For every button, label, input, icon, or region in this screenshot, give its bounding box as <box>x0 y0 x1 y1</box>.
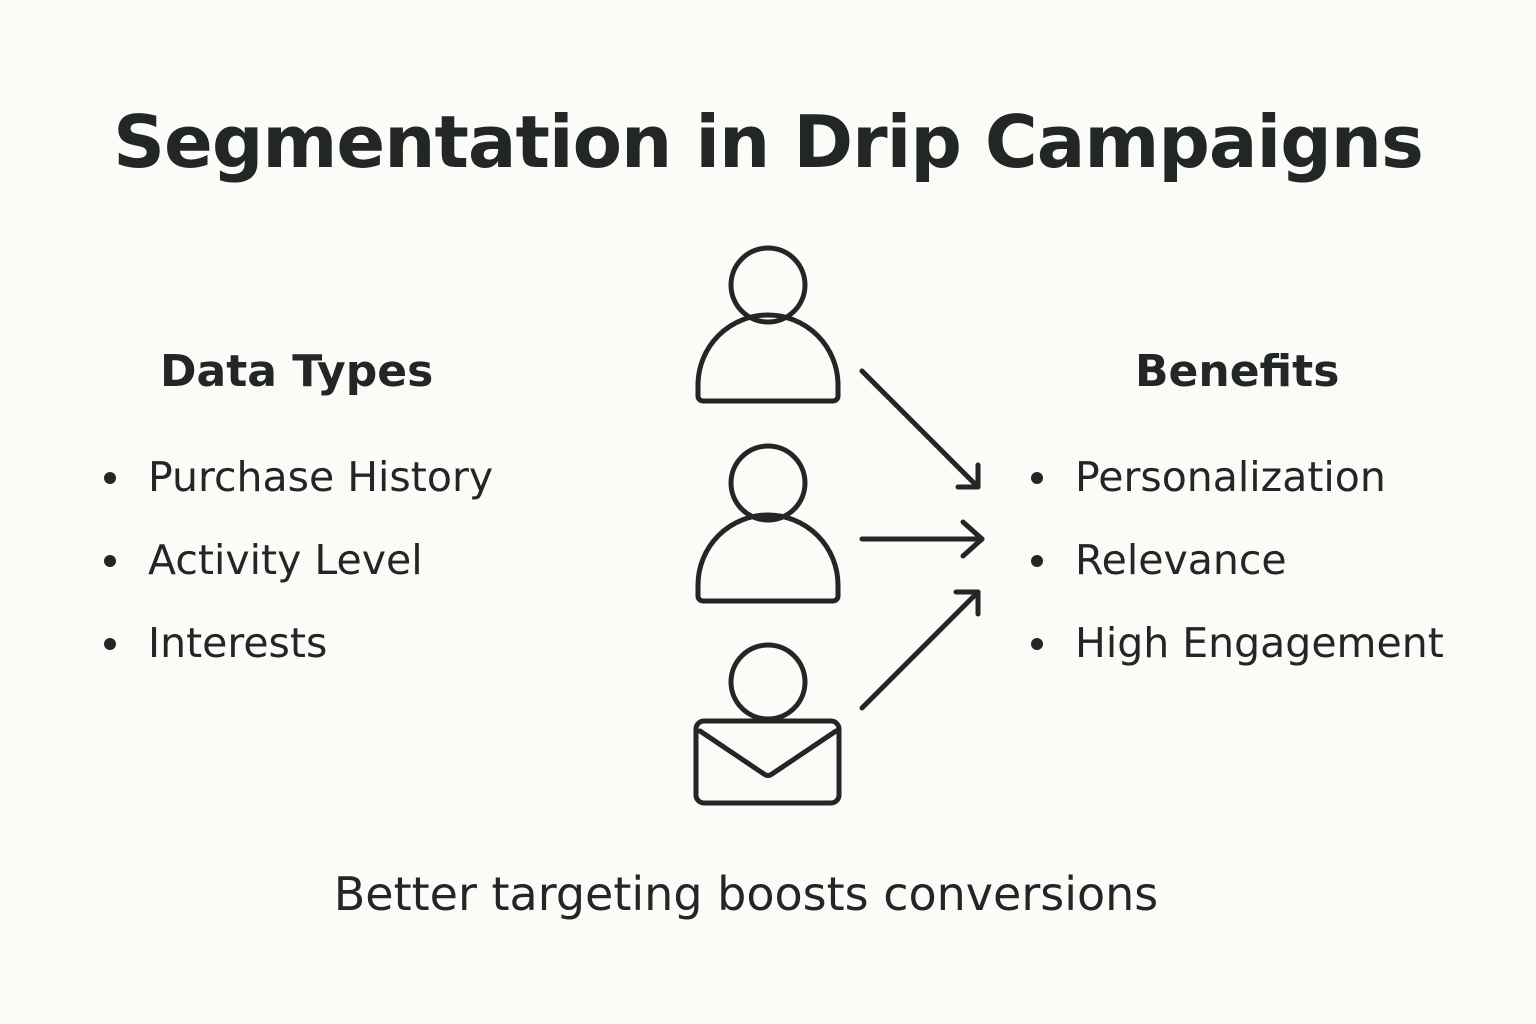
person-icon <box>695 443 841 604</box>
list-item-label: High Engagement <box>1075 619 1444 667</box>
list-item-label: Relevance <box>1075 536 1287 584</box>
page-title: Segmentation in Drip Campaigns <box>113 100 1424 184</box>
benefits-heading: Benefits <box>1135 346 1340 397</box>
list-item-label: Personalization <box>1075 453 1386 501</box>
bullet-icon <box>1031 555 1043 567</box>
list-item-label: Activity Level <box>148 536 423 584</box>
bullet-icon <box>1031 472 1043 484</box>
benefits-list: Personalization Relevance High Engagemen… <box>1027 450 1444 699</box>
bullet-icon <box>104 472 116 484</box>
arrow-right-icon <box>859 519 985 559</box>
list-item-label: Purchase History <box>148 453 494 501</box>
person-with-envelope-icon <box>693 642 842 806</box>
arrow-down-right-icon <box>859 368 981 490</box>
list-item: Personalization <box>1027 450 1444 533</box>
caption: Better targeting boosts conversions <box>333 867 1159 921</box>
bullet-icon <box>1031 638 1043 650</box>
list-item: Interests <box>100 616 493 699</box>
bullet-icon <box>104 638 116 650</box>
list-item-label: Interests <box>148 619 328 667</box>
person-icon <box>695 245 841 404</box>
list-item: High Engagement <box>1027 616 1444 699</box>
list-item: Activity Level <box>100 533 493 616</box>
bullet-icon <box>104 555 116 567</box>
data-types-list: Purchase History Activity Level Interest… <box>100 450 493 699</box>
list-item: Relevance <box>1027 533 1444 616</box>
arrow-up-right-icon <box>859 589 981 711</box>
list-item: Purchase History <box>100 450 493 533</box>
data-types-heading: Data Types <box>160 346 434 397</box>
